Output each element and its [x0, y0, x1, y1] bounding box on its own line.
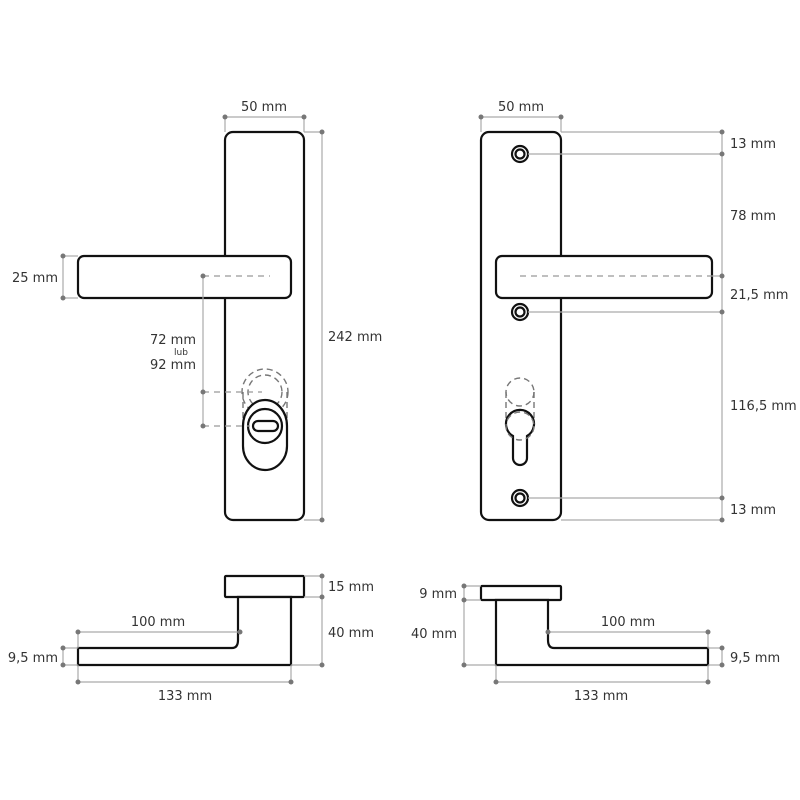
front-view-left: 72 mm lub 92 mm 50 mm 242 mm 25 mm	[12, 100, 382, 523]
neck-height-label: 40 mm	[328, 626, 374, 641]
handle-to-screw-label: 21,5 mm	[730, 288, 788, 303]
rosette-thickness-label: 9 mm	[419, 587, 457, 602]
lever-profile	[76, 595, 293, 667]
lever-reach-label: 100 mm	[601, 615, 655, 630]
lever-thickness-label: 9,5 mm	[8, 651, 58, 666]
screw-icon	[510, 144, 530, 164]
lever-height-label: 25 mm	[12, 271, 58, 286]
side-view-left: 15 mm 40 mm 100 mm 9,5 mm 133 mm	[8, 573, 374, 704]
lever-handle	[494, 254, 714, 300]
side-view-right: 9 mm 40 mm 100 mm 9,5 mm 133 mm	[411, 583, 780, 704]
width-label: 50 mm	[498, 100, 544, 115]
rosette	[479, 584, 563, 602]
total-length-label: 133 mm	[158, 689, 212, 704]
spacing-92-label: 92 mm	[150, 358, 196, 373]
to-handle-label: 78 mm	[730, 209, 776, 224]
screw-to-screw-label: 116,5 mm	[730, 399, 797, 414]
lever-handle	[76, 254, 293, 300]
width-label: 50 mm	[241, 100, 287, 115]
backplate	[479, 130, 563, 522]
rosette	[223, 574, 306, 599]
top-screw-label: 13 mm	[730, 137, 776, 152]
height-label: 242 mm	[328, 330, 382, 345]
front-view-right: 50 mm 13 mm 78 mm 21,5 mm 116,5 mm 13 mm	[478, 100, 797, 523]
screw-icon	[510, 488, 530, 508]
lever-reach-label: 100 mm	[131, 615, 185, 630]
key-slot	[251, 419, 280, 433]
total-length-label: 133 mm	[574, 689, 628, 704]
screw-icon	[510, 302, 530, 322]
lever-profile	[494, 598, 710, 667]
spacing-or-label: lub	[174, 348, 188, 358]
bottom-screw-label: 13 mm	[730, 503, 776, 518]
rosette-thickness-label: 15 mm	[328, 580, 374, 595]
neck-height-label: 40 mm	[411, 627, 457, 642]
spacing-72-label: 72 mm	[150, 333, 196, 348]
lever-thickness-label: 9,5 mm	[730, 651, 780, 666]
